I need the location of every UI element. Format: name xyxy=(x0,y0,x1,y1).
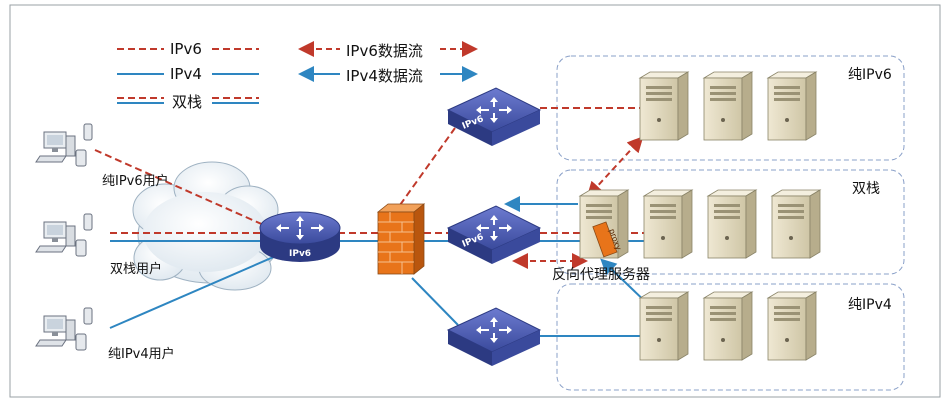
servers-ipv4 xyxy=(639,291,817,361)
legend-dual-label: 双栈 xyxy=(172,93,203,111)
user-dual-label: 双栈用户 xyxy=(110,262,163,277)
switch-ipv6 xyxy=(446,87,542,146)
user-ipv6-label: 纯IPv6用户 xyxy=(102,174,169,189)
zone-ipv6-label: 纯IPv6 xyxy=(848,67,892,83)
diagram-border xyxy=(9,4,941,398)
link-ipv4-user-router xyxy=(109,251,286,329)
zone-dual-label: 双栈 xyxy=(852,181,880,197)
servers-dual xyxy=(643,189,821,259)
legend-dual-lines-right xyxy=(212,97,259,104)
firewall xyxy=(376,203,426,275)
user-ipv4-label: 纯IPv4用户 xyxy=(108,347,175,362)
switch-dual xyxy=(446,205,542,264)
link-firewall-switch-ipv6 xyxy=(399,127,456,206)
legend-ipv4-flow-label: IPv4数据流 xyxy=(346,67,423,85)
core-router xyxy=(259,211,341,262)
legend-dual-lines-left xyxy=(117,97,164,104)
user-ipv4-terminal xyxy=(35,307,93,351)
zone-ipv4-label: 纯IPv4 xyxy=(848,297,892,313)
legend-ipv6-label: IPv6 xyxy=(170,40,202,58)
core-router-label: IPv6 xyxy=(289,249,312,259)
servers-ipv6 xyxy=(639,71,817,141)
switch-ipv4 xyxy=(446,307,542,366)
legend-ipv4-label: IPv4 xyxy=(170,65,202,83)
ipv6-flow-arrow-to-ipv6-zone xyxy=(586,136,644,198)
user-ipv6-terminal xyxy=(35,123,93,167)
proxy-badge xyxy=(592,221,618,258)
reverse-proxy-label: 反向代理服务器 xyxy=(552,267,650,283)
zone-dual-box xyxy=(556,169,905,275)
user-dual-terminal xyxy=(35,213,93,257)
link-firewall-switch-ipv4 xyxy=(411,277,459,326)
legend-ipv6-flow-label: IPv6数据流 xyxy=(346,42,423,60)
